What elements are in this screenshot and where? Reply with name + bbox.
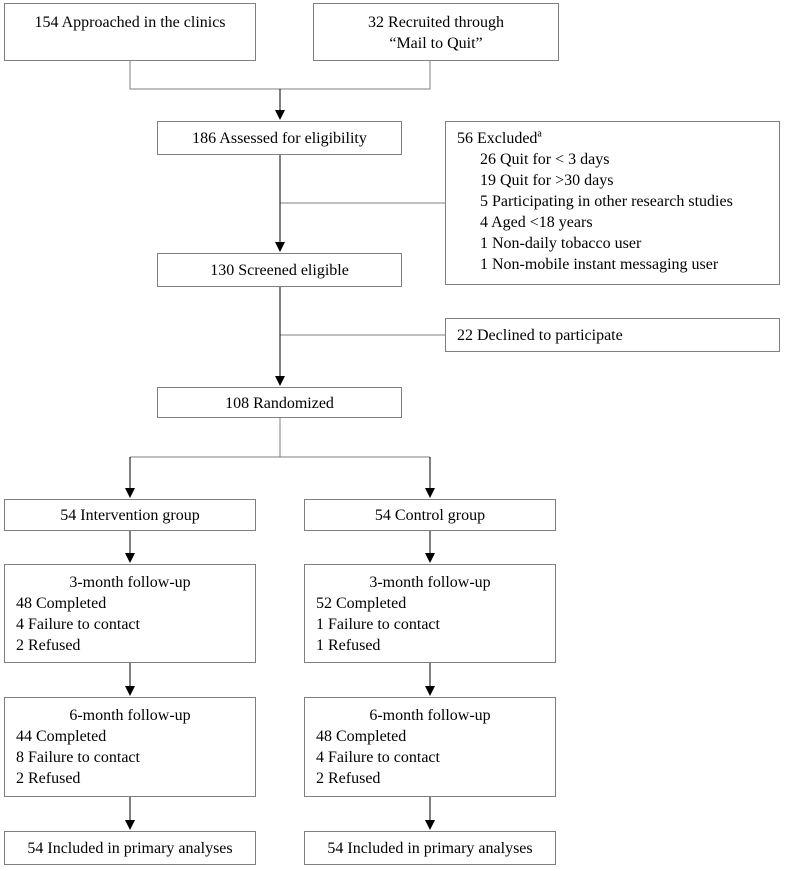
intervention-group-box: 54 Intervention group <box>4 499 256 531</box>
followup-title: 3-month follow-up <box>369 574 491 591</box>
control-analysis-label: 54 Included in primary analyses <box>327 840 533 857</box>
excluded-reason: 5 Participating in other research studie… <box>480 193 733 210</box>
followup-line: 4 Failure to contact <box>16 616 140 633</box>
control-analysis-box: 54 Included in primary analyses <box>304 831 556 865</box>
declined-label: 22 Declined to participate <box>457 327 623 344</box>
control-6month-box: 6-month follow-up 48 Completed 4 Failure… <box>304 697 556 797</box>
excluded-reason: 1 Non-mobile instant messaging user <box>480 256 719 273</box>
approached-clinics-box: 154 Approached in the clinics <box>4 3 256 61</box>
intervention-group-label: 54 Intervention group <box>60 507 200 524</box>
assessed-box: 186 Assessed for eligibility <box>157 121 402 155</box>
control-3month-box: 3-month follow-up 52 Completed 1 Failure… <box>304 564 556 663</box>
intervention-6month-box: 6-month follow-up 44 Completed 8 Failure… <box>4 697 256 797</box>
footnote-mark: a <box>537 128 542 140</box>
approached-clinics-label: 154 Approached in the clinics <box>34 14 226 31</box>
followup-line: 2 Refused <box>16 770 81 787</box>
followup-line: 52 Completed <box>316 595 407 612</box>
followup-line: 8 Failure to contact <box>16 749 140 766</box>
excluded-box: 56 Excludeda 26 Quit for < 3 days 19 Qui… <box>445 121 780 285</box>
followup-line: 2 Refused <box>16 637 81 654</box>
excluded-reason: 26 Quit for < 3 days <box>480 151 610 168</box>
followup-title: 3-month follow-up <box>69 574 191 591</box>
followup-line: 2 Refused <box>316 770 381 787</box>
excluded-reason: 1 Non-daily tobacco user <box>480 235 642 252</box>
mail-to-quit-box: 32 Recruited through “Mail to Quit” <box>313 3 559 61</box>
followup-title: 6-month follow-up <box>369 707 491 724</box>
mail-to-quit-label: “Mail to Quit” <box>389 35 483 52</box>
assessed-label: 186 Assessed for eligibility <box>192 130 367 147</box>
excluded-title: 56 Excludeda <box>457 128 542 147</box>
declined-box: 22 Declined to participate <box>445 318 780 352</box>
screened-box: 130 Screened eligible <box>157 253 402 287</box>
intervention-analysis-label: 54 Included in primary analyses <box>27 840 233 857</box>
followup-line: 48 Completed <box>316 728 407 745</box>
followup-line: 44 Completed <box>16 728 107 745</box>
excluded-reason: 4 Aged <18 years <box>480 214 593 231</box>
control-group-box: 54 Control group <box>304 499 556 531</box>
followup-title: 6-month follow-up <box>69 707 191 724</box>
followup-line: 1 Failure to contact <box>316 616 440 633</box>
followup-line: 1 Refused <box>316 637 381 654</box>
randomized-label: 108 Randomized <box>225 395 334 412</box>
intervention-3month-box: 3-month follow-up 48 Completed 4 Failure… <box>4 564 256 663</box>
followup-line: 48 Completed <box>16 595 107 612</box>
excluded-reason: 19 Quit for >30 days <box>480 172 614 189</box>
control-group-label: 54 Control group <box>374 507 486 524</box>
intervention-analysis-box: 54 Included in primary analyses <box>4 831 256 865</box>
followup-line: 4 Failure to contact <box>316 749 440 766</box>
randomized-box: 108 Randomized <box>157 387 402 418</box>
screened-label: 130 Screened eligible <box>210 262 349 279</box>
mail-recruited-label: 32 Recruited through <box>368 14 504 31</box>
